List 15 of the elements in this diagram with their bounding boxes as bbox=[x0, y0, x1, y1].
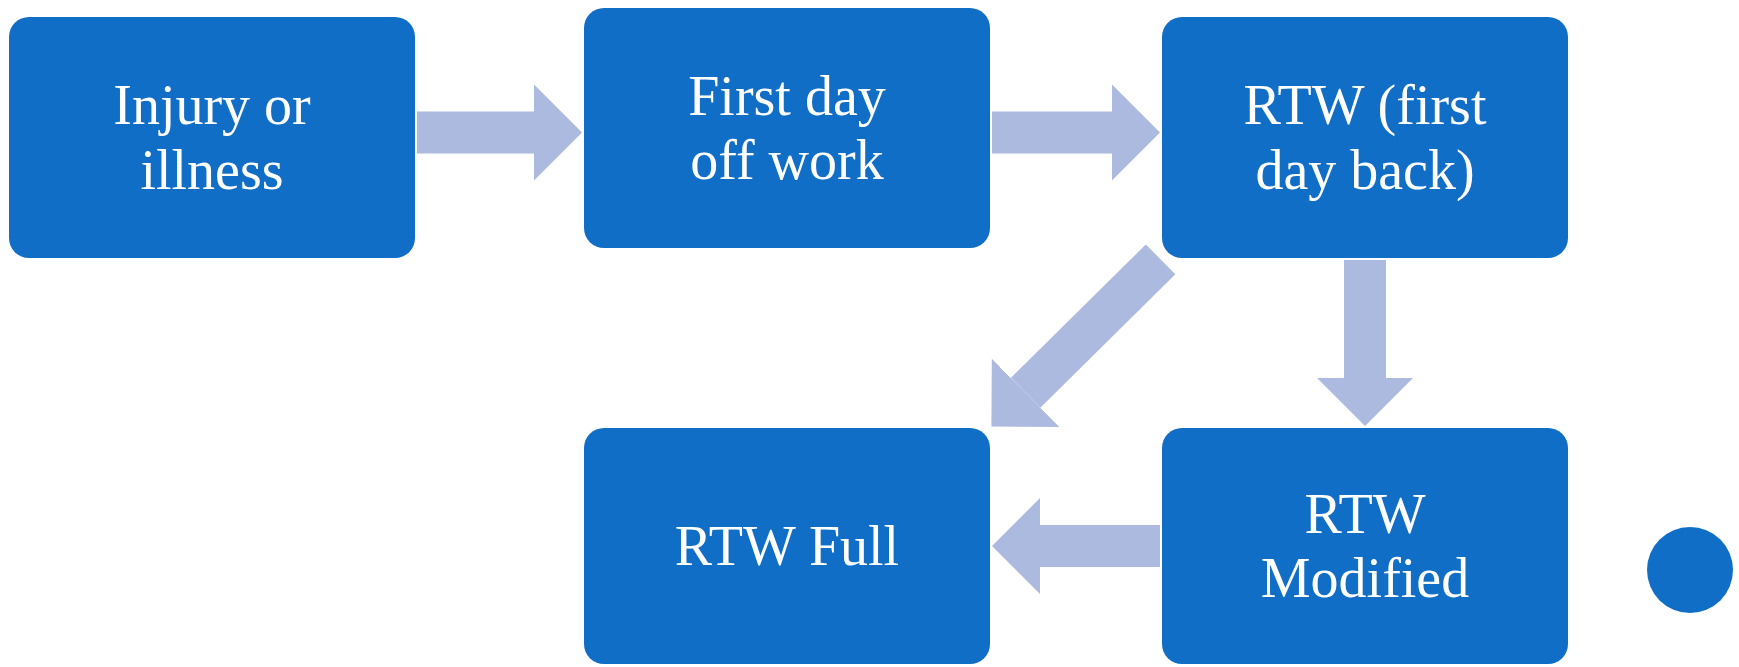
box-label: RTW (first day back) bbox=[1242, 73, 1488, 202]
block-arrow bbox=[417, 84, 582, 181]
box-label: RTW Modified bbox=[1259, 481, 1471, 611]
box-label: Injury or illness bbox=[112, 73, 312, 202]
block-arrow bbox=[992, 498, 1160, 594]
block-arrow bbox=[1317, 260, 1413, 426]
block-arrow bbox=[992, 84, 1160, 181]
process-box bbox=[1162, 428, 1568, 664]
process-box bbox=[1162, 17, 1568, 258]
box-label: First day off work bbox=[687, 63, 887, 193]
box-label: RTW Full bbox=[673, 513, 901, 579]
block-arrow bbox=[991, 244, 1176, 427]
process-box bbox=[584, 8, 990, 248]
process-box bbox=[584, 428, 990, 664]
process-box bbox=[9, 17, 415, 258]
